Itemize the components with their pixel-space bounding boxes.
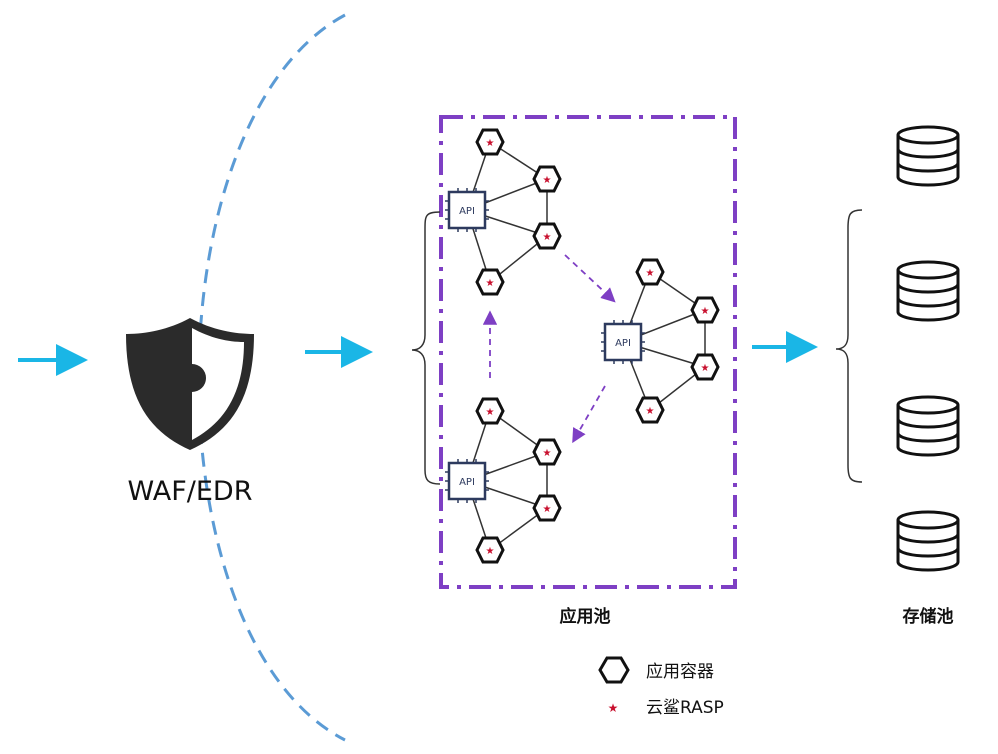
left-brace [411,211,441,485]
rasp-star-icon: ★ [646,268,655,279]
legend-container-label: 应用容器 [646,662,714,682]
rasp-star-icon: ★ [646,406,655,417]
container-hexagon-icon: ★ [475,397,505,425]
container-hexagon-icon: ★ [690,353,720,381]
api-chip-icon: API [445,188,489,232]
database-icon [896,125,960,187]
container-hexagon-icon: ★ [635,396,665,424]
right-brace [835,209,863,483]
api-label: API [459,206,475,217]
database-icon [896,510,960,572]
waf-label: WAF/EDR [128,476,253,507]
pool-arrow-1 [564,254,616,303]
container-hexagon-icon: ★ [532,438,562,466]
legend-hexagon-icon [598,656,630,684]
container-hexagon-icon: ★ [635,258,665,286]
app-cluster: API ★ ★ ★ ★ [445,128,562,296]
api-chip-icon: API [445,459,489,503]
rasp-star-icon: ★ [701,363,710,374]
rasp-star-icon: ★ [486,407,495,418]
container-hexagon-icon: ★ [475,536,505,564]
database-icon [896,395,960,457]
rasp-star-icon: ★ [486,278,495,289]
rasp-star-icon: ★ [701,306,710,317]
api-chip-icon: API [601,320,645,364]
app-pool-border [439,115,737,589]
legend-rasp-label: 云鲨RASP [646,698,724,718]
pool-arrow-2 [572,385,606,444]
app-pool-label: 应用池 [560,606,611,627]
rasp-star-icon: ★ [486,138,495,149]
api-label: API [459,477,475,488]
legend-star-icon: ★ [608,701,619,715]
rasp-star-icon: ★ [543,175,552,186]
api-label: API [615,338,631,349]
rasp-star-icon: ★ [486,546,495,557]
container-hexagon-icon: ★ [532,165,562,193]
rasp-star-icon: ★ [543,232,552,243]
container-hexagon-icon: ★ [690,296,720,324]
container-hexagon-icon: ★ [532,494,562,522]
app-cluster: API ★ ★ ★ ★ [445,397,562,564]
rasp-star-icon: ★ [543,504,552,515]
app-cluster: API ★ ★ ★ ★ [601,258,720,424]
rasp-star-icon: ★ [543,448,552,459]
container-hexagon-icon: ★ [475,128,505,156]
database-icon [896,260,960,322]
boundary-arc [197,13,346,742]
storage-pool-label: 存储池 [903,606,954,627]
container-hexagon-icon: ★ [475,268,505,296]
container-hexagon-icon: ★ [532,222,562,250]
shield-icon [126,318,254,450]
